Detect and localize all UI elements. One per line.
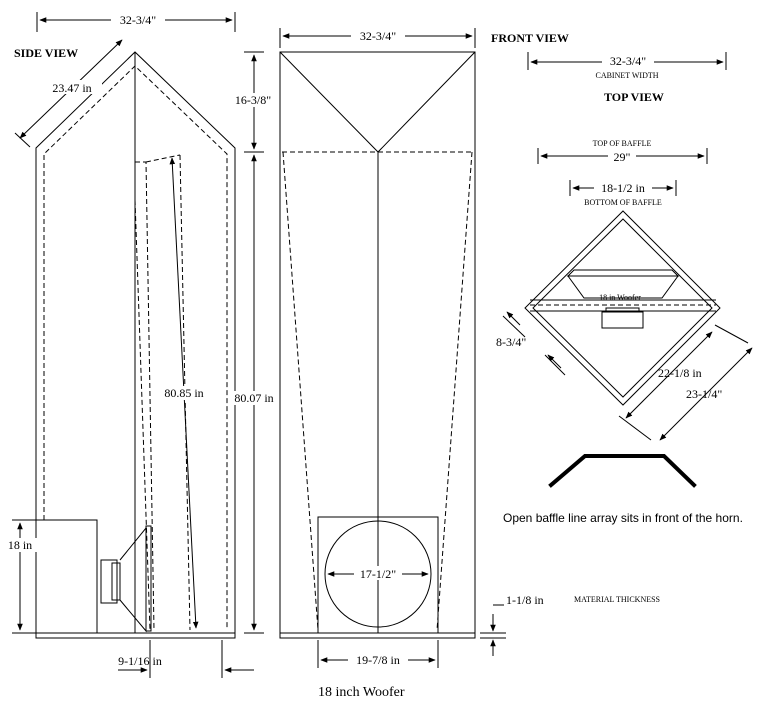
cabinet-width-dimension: 32-3/4" <box>610 54 646 68</box>
body-height-dimension: 80.07 in <box>234 391 273 405</box>
horn-length-dimension: 80.85 in <box>164 386 203 400</box>
side-slope-dimension: 23.47 in <box>52 81 91 95</box>
baffle-side-dimension: 8-3/4" <box>496 335 526 349</box>
woofer-diameter-dimension: 17-1/2" <box>360 567 396 581</box>
front-view: 32-3/4" FRONT VIEW 17-1/2" 19-7/8 in 18 … <box>229 28 569 700</box>
front-view-title: FRONT VIEW <box>491 31 569 45</box>
line-array-shape <box>548 454 697 488</box>
baffle-bottom-dimension: 18-1/2 in <box>601 181 645 195</box>
material-dimension: 1-1/8 in <box>506 593 544 607</box>
material-thickness: 1-1/8 in MATERIAL THICKNESS <box>480 593 660 656</box>
top-of-baffle-label: TOP OF BAFFLE <box>593 139 652 148</box>
woofer-label: 18 in Woofer <box>599 293 641 302</box>
side-view: 32-3/4" SIDE VIEW 23.47 in 80.85 in <box>3 12 254 678</box>
material-thickness-label: MATERIAL THICKNESS <box>574 595 660 604</box>
side-height-dimension: 18 in <box>8 538 32 552</box>
bottom-of-baffle-label: BOTTOM OF BAFFLE <box>584 198 662 207</box>
line-array-note: Open baffle line array sits in front of … <box>503 511 743 525</box>
side-bottom-dimension: 9-1/16 in <box>118 654 162 668</box>
front-width-dimension: 32-3/4" <box>360 29 396 43</box>
side-view-title: SIDE VIEW <box>14 46 78 60</box>
woofer-box-width-dimension: 19-7/8 in <box>356 653 400 667</box>
top-view: 32-3/4" CABINET WIDTH TOP VIEW TOP OF BA… <box>496 52 753 525</box>
baffle-top-dimension: 29" <box>614 150 631 164</box>
top-view-title: TOP VIEW <box>604 90 664 104</box>
diag-outer-dimension: 23-1/4" <box>686 387 722 401</box>
cabinet-width-label: CABINET WIDTH <box>595 71 658 80</box>
top-height-dimension: 16-3/8" <box>235 93 271 107</box>
caption: 18 inch Woofer <box>318 685 405 700</box>
diag-inner-dimension: 22-1/8 in <box>658 366 702 380</box>
side-width-dimension: 32-3/4" <box>120 13 156 27</box>
